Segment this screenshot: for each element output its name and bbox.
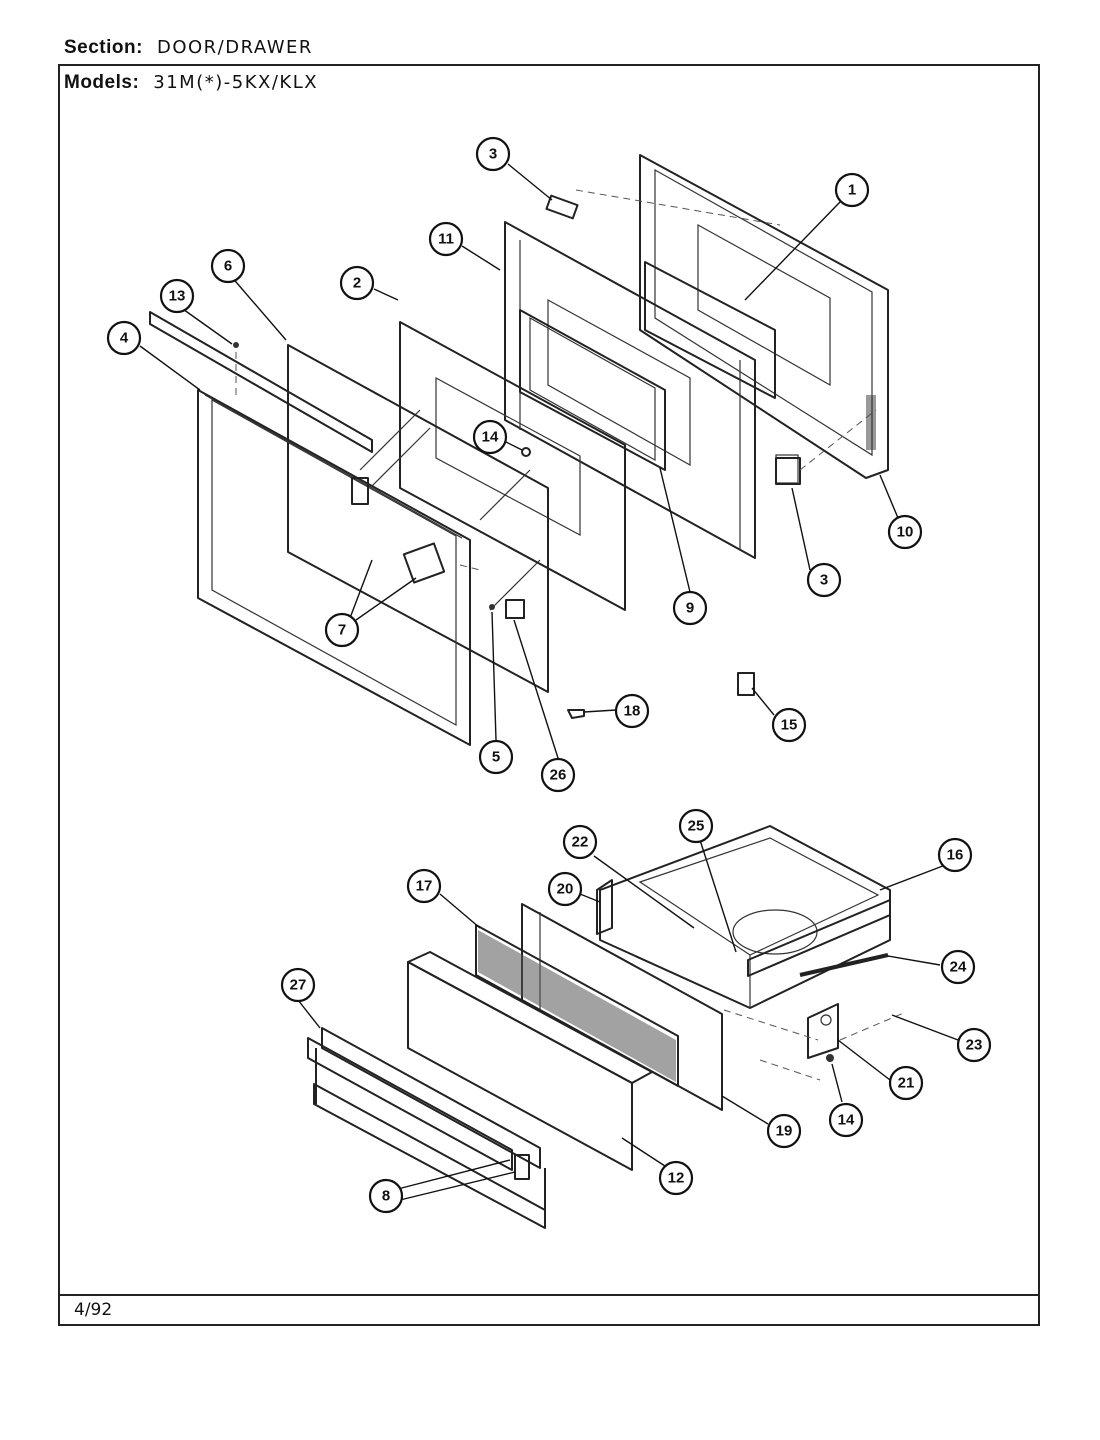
- callout-8: 8: [368, 1178, 404, 1214]
- callout-11: 11: [428, 221, 464, 257]
- diagram-frame: [58, 64, 1040, 1326]
- svg-text:6: 6: [224, 258, 232, 275]
- svg-text:3: 3: [489, 146, 497, 163]
- callout-24: 24: [940, 949, 976, 985]
- callout-9: 9: [672, 590, 708, 626]
- svg-text:9: 9: [686, 600, 694, 617]
- callout-19: 19: [766, 1113, 802, 1149]
- part-18-clip: [567, 709, 585, 719]
- svg-text:14: 14: [838, 1112, 855, 1129]
- callout-2: 2: [339, 265, 375, 301]
- svg-text:3: 3: [820, 572, 828, 589]
- part-5-screw: [489, 604, 495, 610]
- svg-text:15: 15: [781, 717, 798, 734]
- part-14-drawer-screw: [826, 1054, 834, 1062]
- part-1-inner-glass: [644, 261, 776, 399]
- part-16-drawer-body: [599, 825, 891, 1009]
- callout-12: 12: [658, 1160, 694, 1196]
- part-27-drawer-trim: [307, 1027, 546, 1229]
- svg-text:25: 25: [688, 818, 705, 835]
- callout-20: 20: [547, 871, 583, 907]
- callout-23: 23: [956, 1027, 992, 1063]
- part-3-side-hinge-bracket: [775, 457, 801, 485]
- svg-text:19: 19: [776, 1123, 793, 1140]
- svg-text:5: 5: [492, 749, 500, 766]
- callout-14-door: 14: [472, 419, 508, 455]
- svg-text:17: 17: [416, 878, 433, 895]
- footer-rule: [58, 1294, 1040, 1296]
- callout-4: 4: [106, 320, 142, 356]
- part-13-screw: [233, 342, 239, 348]
- svg-text:7: 7: [338, 622, 346, 639]
- part-21-roller-bracket: [807, 1003, 839, 1059]
- part-6-outer-glass: [287, 344, 549, 693]
- svg-text:22: 22: [572, 834, 589, 851]
- callout-25: 25: [678, 808, 714, 844]
- svg-text:23: 23: [966, 1037, 983, 1054]
- callout-27: 27: [280, 967, 316, 1003]
- part-4-door-frame: [149, 311, 471, 746]
- callout-13: 13: [159, 278, 195, 314]
- callout-14-drawer: 14: [828, 1102, 864, 1138]
- callout-16: 16: [937, 837, 973, 873]
- part-14-screw: [521, 447, 531, 457]
- part-17-drawer-insulation: [475, 924, 679, 1087]
- callout-21: 21: [888, 1065, 924, 1101]
- svg-text:21: 21: [898, 1075, 915, 1092]
- part-26-label: [505, 599, 525, 619]
- svg-text:1: 1: [848, 182, 856, 199]
- svg-text:4: 4: [120, 330, 129, 347]
- models-line: Models: 31M(*)-5KX/KLX: [64, 72, 318, 94]
- section-value: DOOR/DRAWER: [156, 37, 313, 58]
- part-3-top-hinge-bracket: [545, 194, 579, 220]
- svg-text:12: 12: [668, 1170, 685, 1187]
- svg-text:13: 13: [169, 288, 186, 305]
- svg-text:14: 14: [482, 429, 499, 446]
- svg-text:18: 18: [624, 703, 641, 720]
- svg-text:16: 16: [947, 847, 964, 864]
- part-11-door-insulation: [504, 221, 756, 559]
- callout-15: 15: [771, 707, 807, 743]
- svg-text:10: 10: [897, 524, 914, 541]
- callout-22: 22: [562, 824, 598, 860]
- section-line: Section: DOOR/DRAWER: [64, 37, 313, 59]
- footer-date: 4/92: [74, 1300, 113, 1320]
- callout-5: 5: [478, 739, 514, 775]
- callout-3-side: 3: [806, 562, 842, 598]
- callout-10: 10: [887, 514, 923, 550]
- section-label: Section:: [64, 37, 143, 58]
- svg-text:26: 26: [550, 767, 567, 784]
- svg-text:27: 27: [290, 977, 307, 994]
- models-value: 31M(*)-5KX/KLX: [153, 72, 319, 93]
- models-label: Models:: [64, 72, 140, 93]
- callout-26: 26: [540, 757, 576, 793]
- part-15-switch: [737, 672, 755, 696]
- svg-text:20: 20: [557, 881, 574, 898]
- leader-lines: [139, 163, 959, 1201]
- part-2-heat-shield: [399, 321, 626, 611]
- callout-6: 6: [210, 248, 246, 284]
- callout-3-top: 3: [475, 136, 511, 172]
- part-9-window-pack: [519, 309, 666, 471]
- svg-text:24: 24: [950, 959, 967, 976]
- callout-17: 17: [406, 868, 442, 904]
- part-20-slide-bracket: [596, 879, 613, 935]
- callout-18: 18: [614, 693, 650, 729]
- callout-1: 1: [834, 172, 870, 208]
- svg-text:2: 2: [353, 275, 361, 292]
- svg-text:8: 8: [382, 1188, 390, 1205]
- svg-text:11: 11: [438, 231, 454, 248]
- callout-7: 7: [324, 612, 360, 648]
- part-24-spring: [799, 953, 889, 977]
